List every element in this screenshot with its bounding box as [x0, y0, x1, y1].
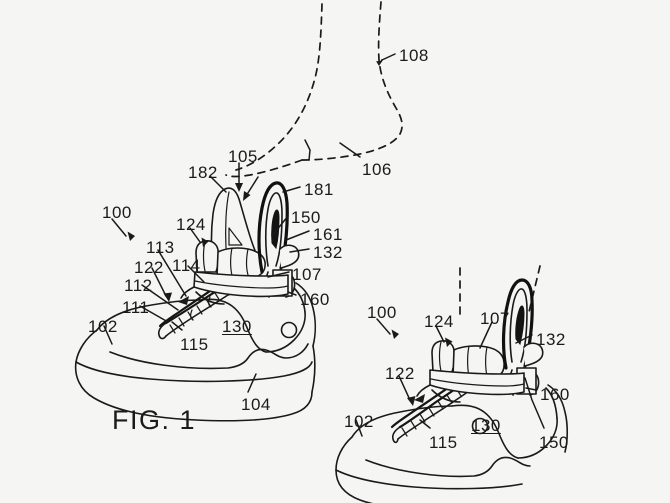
ref-numeral-130-b: 130	[471, 416, 501, 435]
footwear-article-left	[74, 162, 317, 422]
sole-structure-left	[74, 329, 316, 422]
ref-numeral-130: 130	[222, 317, 252, 336]
ref-numeral-107-b: 107	[480, 309, 510, 328]
ref-numeral-102-b: 102	[344, 412, 374, 431]
ref-numeral-150-b: 150	[539, 433, 569, 452]
ref-numeral-111: 111	[122, 298, 150, 317]
leader-lines-right	[355, 318, 545, 437]
ref-numeral-132-b: 132	[536, 330, 566, 349]
ref-numeral-106: 106	[362, 160, 392, 179]
ref-numeral-107: 107	[292, 265, 322, 284]
tongue-assembly-right	[431, 340, 505, 382]
ref-numeral-182: 182	[188, 163, 218, 182]
leader-lines-left	[103, 162, 310, 393]
ref-numeral-104: 104	[241, 395, 271, 414]
ref-numeral-112: 112	[124, 276, 153, 295]
ref-numeral-150: 150	[291, 208, 321, 227]
footwear-article-right	[335, 265, 569, 503]
wearer-foot-phantom	[225, 1, 403, 178]
ref-numeral-102: 102	[88, 317, 118, 336]
ref-numeral-115: 115	[180, 335, 209, 354]
ref-numeral-100-b: 100	[367, 303, 397, 322]
ref-numeral-122-b: 122	[385, 364, 415, 383]
ref-numeral-108: 108	[399, 46, 429, 65]
ref-numeral-160: 160	[300, 290, 330, 309]
ref-numeral-100: 100	[102, 203, 132, 222]
ref-numeral-161: 161	[313, 225, 343, 244]
sole-structure-right	[335, 436, 531, 503]
ref-numeral-105: 105	[228, 147, 258, 166]
ref-numeral-113: 113	[146, 238, 175, 257]
ref-numeral-181: 181	[304, 180, 334, 199]
ref-numeral-160-b: 160	[540, 385, 570, 404]
figure-caption: FIG. 1	[112, 405, 197, 435]
tongue-assembly-left	[195, 187, 266, 281]
ref-numeral-132: 132	[313, 243, 343, 262]
ref-numeral-124-b: 124	[424, 312, 454, 331]
ankle-strap-right	[414, 369, 525, 403]
ankle-strap-left	[178, 271, 289, 305]
ref-numeral-122: 122	[134, 258, 164, 277]
ref-numeral-124: 124	[176, 215, 206, 234]
ref-numeral-115-b: 115	[429, 433, 458, 452]
upper-right	[351, 384, 569, 459]
ref-numeral-114: 114	[172, 256, 201, 275]
